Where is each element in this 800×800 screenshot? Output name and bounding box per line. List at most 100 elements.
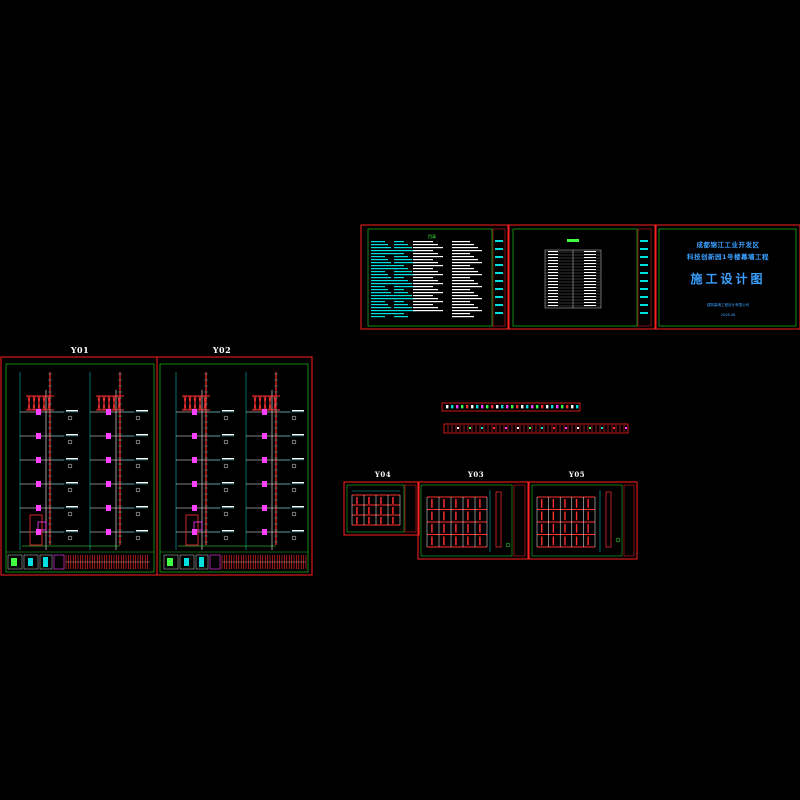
- index-text-line: [413, 289, 438, 291]
- panel-fin: [587, 499, 589, 508]
- index-text-line: [413, 256, 443, 258]
- title-cell-mark: [184, 558, 189, 566]
- sheet-label-y05: Y05: [568, 470, 586, 479]
- index-text-line: [371, 247, 391, 249]
- panel-fin: [575, 524, 578, 533]
- strip-symbol: [546, 405, 549, 409]
- strip-symbol: [481, 405, 484, 409]
- level-text-mark: [136, 458, 148, 460]
- table-cell-text: [548, 296, 558, 297]
- table-cell-text: [584, 287, 596, 288]
- panel-fin: [380, 507, 382, 514]
- title-cell-mark: [43, 557, 48, 567]
- title-cell-mark: [199, 557, 204, 567]
- panel-fin: [455, 536, 457, 546]
- strip-symbol: [511, 405, 514, 409]
- index-text-line: [452, 262, 482, 264]
- table-cell-text: [548, 290, 558, 291]
- table-cell-text: [584, 281, 596, 282]
- anchor-bracket: [36, 457, 41, 463]
- detail-callout: [67, 415, 73, 421]
- index-text-line: [413, 241, 433, 243]
- strip-symbol: [517, 427, 519, 429]
- index-text-line: [394, 247, 412, 249]
- sheet-label-y04: Y04: [374, 470, 392, 479]
- level-text-mark: [292, 506, 304, 508]
- anchor-bracket: [262, 505, 267, 511]
- index-text-line: [452, 247, 478, 249]
- level-text-mark: [292, 434, 304, 436]
- index-text-line: [394, 310, 416, 312]
- index-text-line: [394, 274, 416, 276]
- truss-member: [258, 395, 262, 411]
- table-cell-text: [584, 251, 596, 252]
- index-text-line: [394, 250, 416, 252]
- strip-symbol: [491, 405, 494, 409]
- anchor-bracket: [262, 457, 267, 463]
- strip-symbol: [446, 405, 449, 409]
- index-text-line: [394, 298, 416, 300]
- level-text-mark: [292, 530, 304, 532]
- truss-member: [102, 395, 106, 411]
- anchor-bracket: [262, 481, 267, 487]
- titleblock-entry: [640, 240, 648, 242]
- panel-fin: [431, 536, 433, 546]
- titleblock-entry: [495, 312, 503, 314]
- sheet-y03: [417, 481, 529, 560]
- strip-symbol: [457, 427, 459, 429]
- side-section: [495, 491, 502, 548]
- panel-fin: [552, 499, 555, 508]
- index-text-line: [452, 256, 474, 258]
- table-cell-text: [584, 260, 596, 261]
- titleblock-entry: [495, 280, 503, 282]
- table-cell-text: [548, 278, 558, 279]
- detail-callout: [505, 542, 511, 548]
- index-text-line: [452, 310, 482, 312]
- index-text-line: [394, 259, 412, 261]
- anchor-bracket: [36, 481, 41, 487]
- table-cell-text: [584, 296, 596, 297]
- titleblock-entry: [495, 264, 503, 266]
- anchor-bracket: [106, 505, 111, 511]
- index-text-line: [371, 268, 397, 270]
- index-text-line: [394, 313, 404, 315]
- index-text-line: [371, 307, 391, 309]
- base-detail: [193, 521, 203, 531]
- strip-symbol: [541, 405, 544, 409]
- level-text-mark: [66, 410, 78, 412]
- index-text-line: [371, 250, 394, 252]
- titleblock-entry: [640, 296, 648, 298]
- truss-member: [42, 395, 46, 411]
- index-text-line: [413, 298, 438, 300]
- strip-symbol: [506, 405, 509, 409]
- truss-member: [47, 395, 51, 411]
- base-detail: [37, 521, 47, 531]
- strip-symbol: [589, 427, 591, 429]
- panel-fin: [443, 511, 445, 521]
- level-text-mark: [292, 458, 304, 460]
- table-cell-text: [584, 266, 596, 267]
- titleblock-entry: [495, 296, 503, 298]
- index-text-line: [452, 313, 470, 315]
- panel-fin: [368, 497, 370, 504]
- index-text-line: [394, 301, 404, 303]
- level-text-mark: [66, 506, 78, 508]
- titleblock-entry: [640, 248, 648, 250]
- index-text-line: [413, 283, 443, 285]
- index-text-line: [413, 247, 443, 249]
- titleblock-entry: [640, 288, 648, 290]
- truss-member: [273, 395, 277, 411]
- panel-fin: [467, 499, 469, 508]
- panel-fin: [552, 536, 555, 546]
- strip-symbol: [531, 405, 534, 409]
- panel-fin: [356, 507, 358, 514]
- sheet-y05: [528, 481, 638, 560]
- table-cell-text: [548, 299, 558, 300]
- level-text-mark: [222, 410, 234, 412]
- panel-fin: [564, 499, 566, 508]
- level-text-mark: [66, 530, 78, 532]
- index-text-line: [452, 259, 478, 261]
- level-text-mark: [292, 410, 304, 412]
- title-cell: [209, 554, 221, 570]
- index-text-line: [452, 250, 482, 252]
